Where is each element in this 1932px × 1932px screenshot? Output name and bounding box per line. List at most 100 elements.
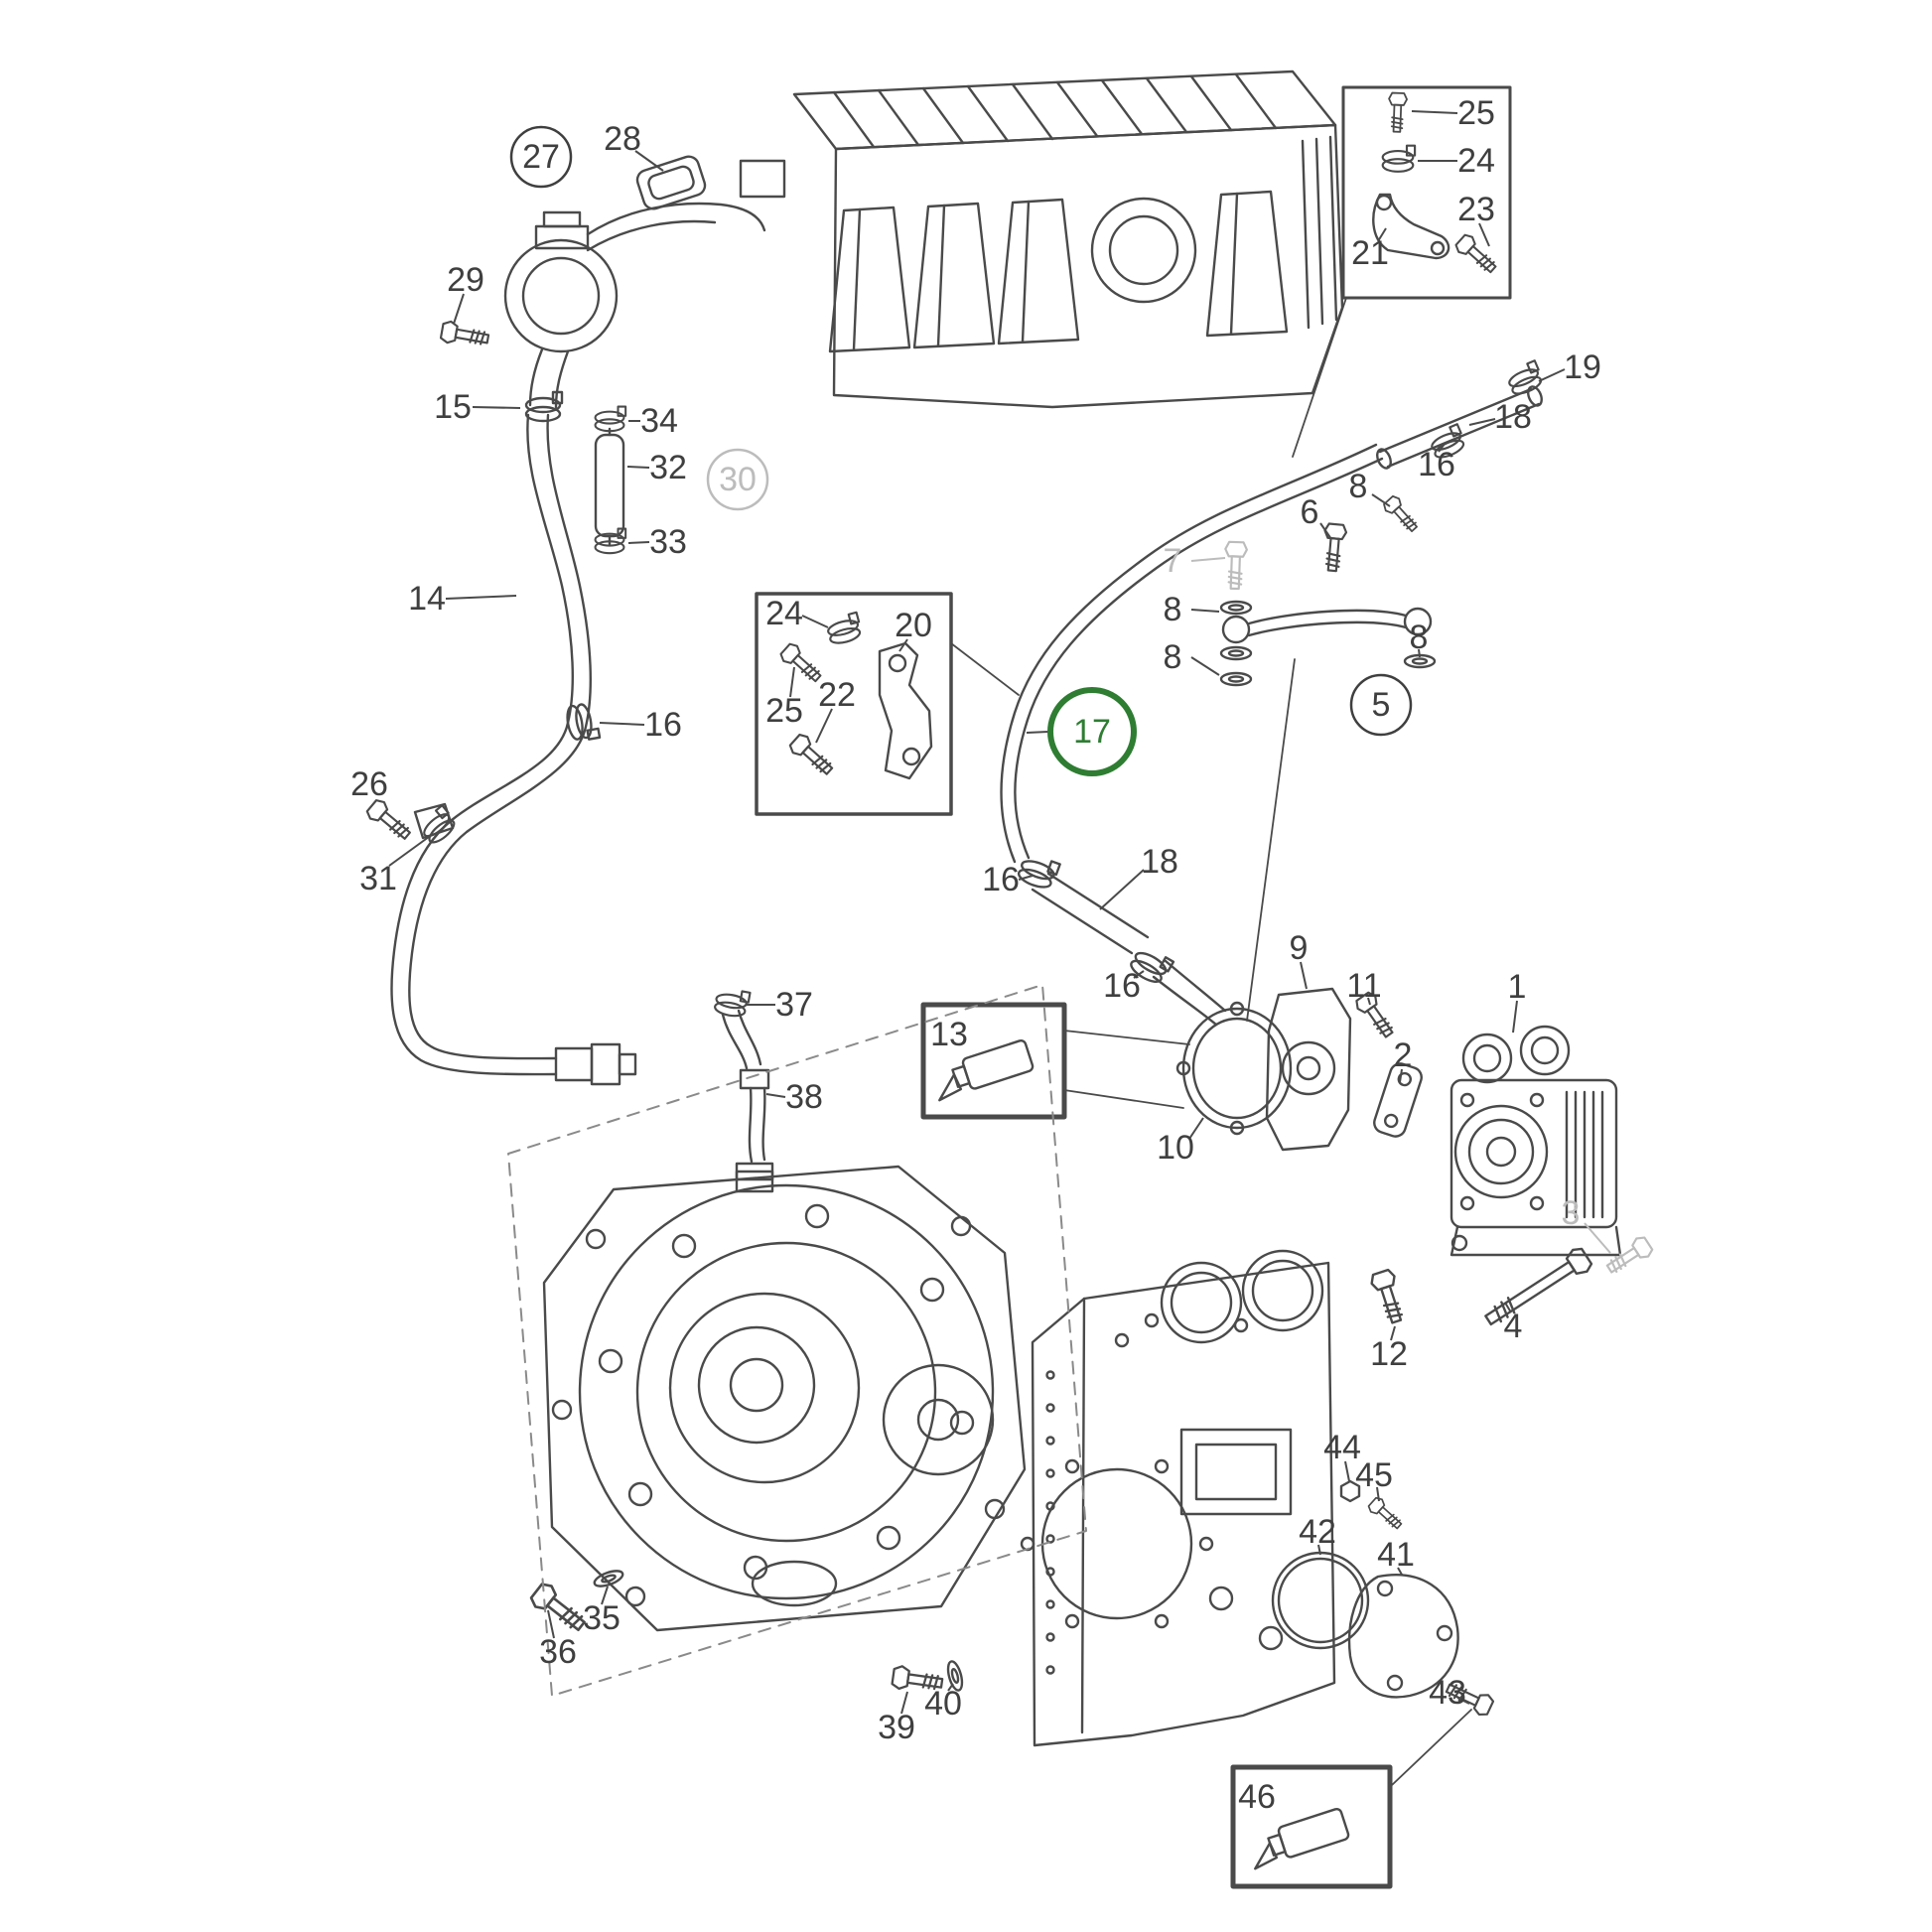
part-label-16[interactable]: 16: [1418, 443, 1455, 483]
bolt-12: [1367, 1267, 1410, 1326]
pointer-lines: [950, 297, 1472, 1786]
part-label-26[interactable]: 26: [350, 765, 388, 803]
part-label-32[interactable]: 32: [626, 449, 687, 486]
part-label-3[interactable]: 3: [1562, 1194, 1611, 1254]
part-label-42[interactable]: 42: [1299, 1513, 1336, 1556]
part-label-18[interactable]: 18: [1468, 398, 1532, 436]
part-label-33[interactable]: 33: [627, 523, 687, 561]
part-label-45[interactable]: 45: [1355, 1456, 1393, 1502]
part-number: 30: [719, 461, 757, 498]
pipe-32: [594, 427, 625, 546]
part-label-44[interactable]: 44: [1323, 1429, 1361, 1482]
part-label-6[interactable]: 6: [1301, 493, 1332, 540]
part-label-35[interactable]: 35: [583, 1586, 621, 1637]
part-label-10[interactable]: 10: [1157, 1117, 1204, 1167]
leader-line: [765, 1093, 786, 1098]
part-number: 18: [1494, 398, 1532, 436]
part-label-46[interactable]: 46: [1238, 1778, 1276, 1816]
leader-line: [1026, 731, 1049, 734]
part-label-1[interactable]: 1: [1508, 968, 1527, 1034]
part-label-14[interactable]: 14: [408, 580, 517, 618]
part-number: 39: [878, 1709, 915, 1746]
part-label-25[interactable]: 25: [1411, 94, 1495, 132]
part-label-36[interactable]: 36: [539, 1609, 577, 1671]
part-label-16[interactable]: 16: [982, 861, 1034, 898]
part-number: 12: [1370, 1335, 1408, 1373]
leader-line: [1399, 1068, 1403, 1083]
part-label-41[interactable]: 41: [1377, 1536, 1415, 1576]
part-label-28[interactable]: 28: [604, 120, 664, 172]
bolt-3: [1602, 1233, 1656, 1280]
part-number: 43: [1429, 1674, 1466, 1712]
part-number: 16: [982, 861, 1020, 898]
part-label-8[interactable]: 8: [1164, 591, 1220, 628]
part-label-8[interactable]: 8: [1349, 468, 1391, 507]
part-label-16[interactable]: 16: [599, 706, 682, 744]
callout-ring: [509, 125, 573, 189]
part-label-7[interactable]: 7: [1164, 542, 1226, 580]
gasket-2: [1373, 1062, 1423, 1138]
part-label-16[interactable]: 16: [1103, 967, 1145, 1005]
part-label-8[interactable]: 8: [1410, 619, 1429, 658]
part-label-20[interactable]: 20: [895, 607, 932, 652]
part-label-22[interactable]: 22: [815, 676, 856, 744]
part-label-13[interactable]: 13: [930, 1016, 968, 1053]
part-number: 2: [1394, 1036, 1413, 1074]
inset-box-bracket-20: [755, 592, 953, 816]
part-number: 9: [1290, 929, 1309, 967]
water-pump-9: [1265, 987, 1352, 1152]
part-number: 17: [1073, 713, 1111, 751]
leader-line: [801, 615, 829, 628]
part-label-43[interactable]: 43: [1429, 1674, 1470, 1712]
cover-plate-41: [1347, 1574, 1459, 1699]
part-label-19[interactable]: 19: [1538, 348, 1601, 386]
part-label-24[interactable]: 24: [1418, 142, 1495, 180]
part-label-12[interactable]: 12: [1370, 1325, 1408, 1373]
o-ring-42: [1271, 1551, 1370, 1650]
part-number: 15: [434, 388, 472, 426]
inset-box-sealant-13: [920, 1002, 1067, 1120]
part-label-9[interactable]: 9: [1290, 929, 1309, 990]
part-number: 21: [1351, 234, 1389, 272]
part-label-31[interactable]: 31: [359, 833, 434, 897]
part-label-38[interactable]: 38: [765, 1078, 823, 1116]
part-number: 8: [1164, 638, 1182, 676]
part-number: 44: [1323, 1429, 1361, 1466]
pump-1: [1449, 1025, 1622, 1257]
part-label-15[interactable]: 15: [434, 388, 521, 426]
part-label-39[interactable]: 39: [878, 1691, 915, 1746]
leader-line: [789, 666, 795, 698]
coolant-hose-17: [1000, 443, 1384, 864]
part-label-8[interactable]: 8: [1164, 638, 1220, 676]
part-label-17[interactable]: 17: [1026, 687, 1137, 776]
part-label-40[interactable]: 40: [924, 1683, 962, 1723]
part-number: 27: [522, 138, 560, 176]
part-label-21[interactable]: 21: [1351, 227, 1389, 272]
leader-line: [1456, 1697, 1470, 1705]
part-label-23[interactable]: 23: [1457, 191, 1495, 247]
part-label-18[interactable]: 18: [1099, 843, 1178, 910]
part-label-29[interactable]: 29: [447, 261, 484, 325]
part-number: 45: [1355, 1456, 1393, 1494]
part-label-34[interactable]: 34: [628, 402, 678, 440]
part-number: 14: [408, 580, 446, 618]
part-label-2[interactable]: 2: [1394, 1036, 1413, 1083]
leader-line: [1468, 418, 1496, 426]
leader-line: [1478, 222, 1490, 247]
inset-box-sealant-46: [1230, 1764, 1393, 1889]
part-label-24[interactable]: 24: [765, 595, 829, 632]
part-label-27[interactable]: 27: [509, 125, 573, 189]
part-label-5[interactable]: 5: [1349, 673, 1413, 737]
bolt-4: [1484, 1247, 1593, 1326]
part-label-4[interactable]: 4: [1504, 1302, 1523, 1345]
part-label-30[interactable]: 30: [706, 448, 769, 511]
part-number: 38: [785, 1078, 823, 1116]
oil-separator: [503, 202, 766, 409]
part-number: 24: [765, 595, 803, 632]
part-label-11[interactable]: 11: [1346, 967, 1382, 1006]
part-label-37[interactable]: 37: [747, 986, 813, 1024]
callout-ring: [1349, 673, 1413, 737]
part-label-25[interactable]: 25: [765, 666, 803, 730]
part-number: 5: [1372, 686, 1391, 724]
part-number: 28: [604, 120, 641, 158]
